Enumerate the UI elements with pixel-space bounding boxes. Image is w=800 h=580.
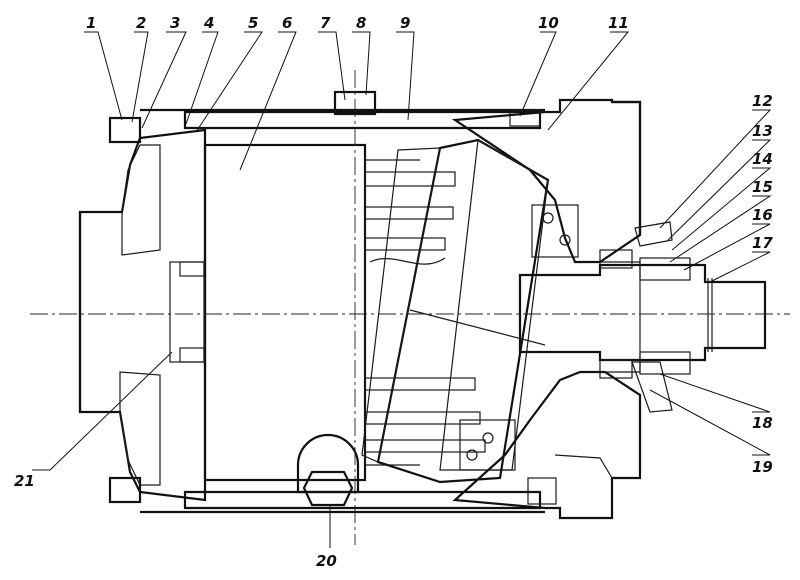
callout-17: 17 (752, 234, 773, 252)
center-lines (30, 70, 790, 545)
callout-18: 18 (752, 414, 773, 432)
callout-3: 3 (170, 14, 180, 32)
callout-4: 4 (203, 14, 214, 32)
shaft-seal-assembly (599, 221, 691, 413)
callout-10: 10 (538, 14, 559, 32)
callout-labels: 1 2 3 4 5 6 7 8 9 10 11 12 13 14 15 16 1… (14, 14, 773, 570)
callout-9: 9 (400, 14, 410, 32)
callout-8: 8 (356, 14, 366, 32)
leader-lines (32, 31, 772, 548)
callout-16: 16 (752, 206, 773, 224)
front-housing (451, 98, 642, 520)
callout-1: 1 (86, 14, 96, 32)
callout-19: 19 (752, 458, 773, 476)
piston-rods (364, 171, 486, 453)
callout-11: 11 (608, 14, 629, 32)
drain-plug (296, 433, 360, 507)
callout-12: 12 (752, 92, 773, 110)
swash-bearings (459, 204, 579, 471)
callout-21: 21 (14, 472, 35, 490)
rear-bearing (169, 261, 205, 363)
callout-6: 6 (282, 14, 292, 32)
rear-cover (78, 128, 207, 502)
callout-20: 20 (316, 552, 337, 570)
callout-5: 5 (248, 14, 258, 32)
callout-2: 2 (136, 14, 146, 32)
callout-15: 15 (752, 178, 773, 196)
callout-14: 14 (752, 150, 773, 168)
callout-7: 7 (320, 14, 331, 32)
callout-13: 13 (752, 122, 773, 140)
housing-shell (140, 108, 545, 514)
bolts (108, 90, 557, 505)
drive-shaft (518, 263, 767, 362)
cylinder-block (203, 143, 420, 482)
